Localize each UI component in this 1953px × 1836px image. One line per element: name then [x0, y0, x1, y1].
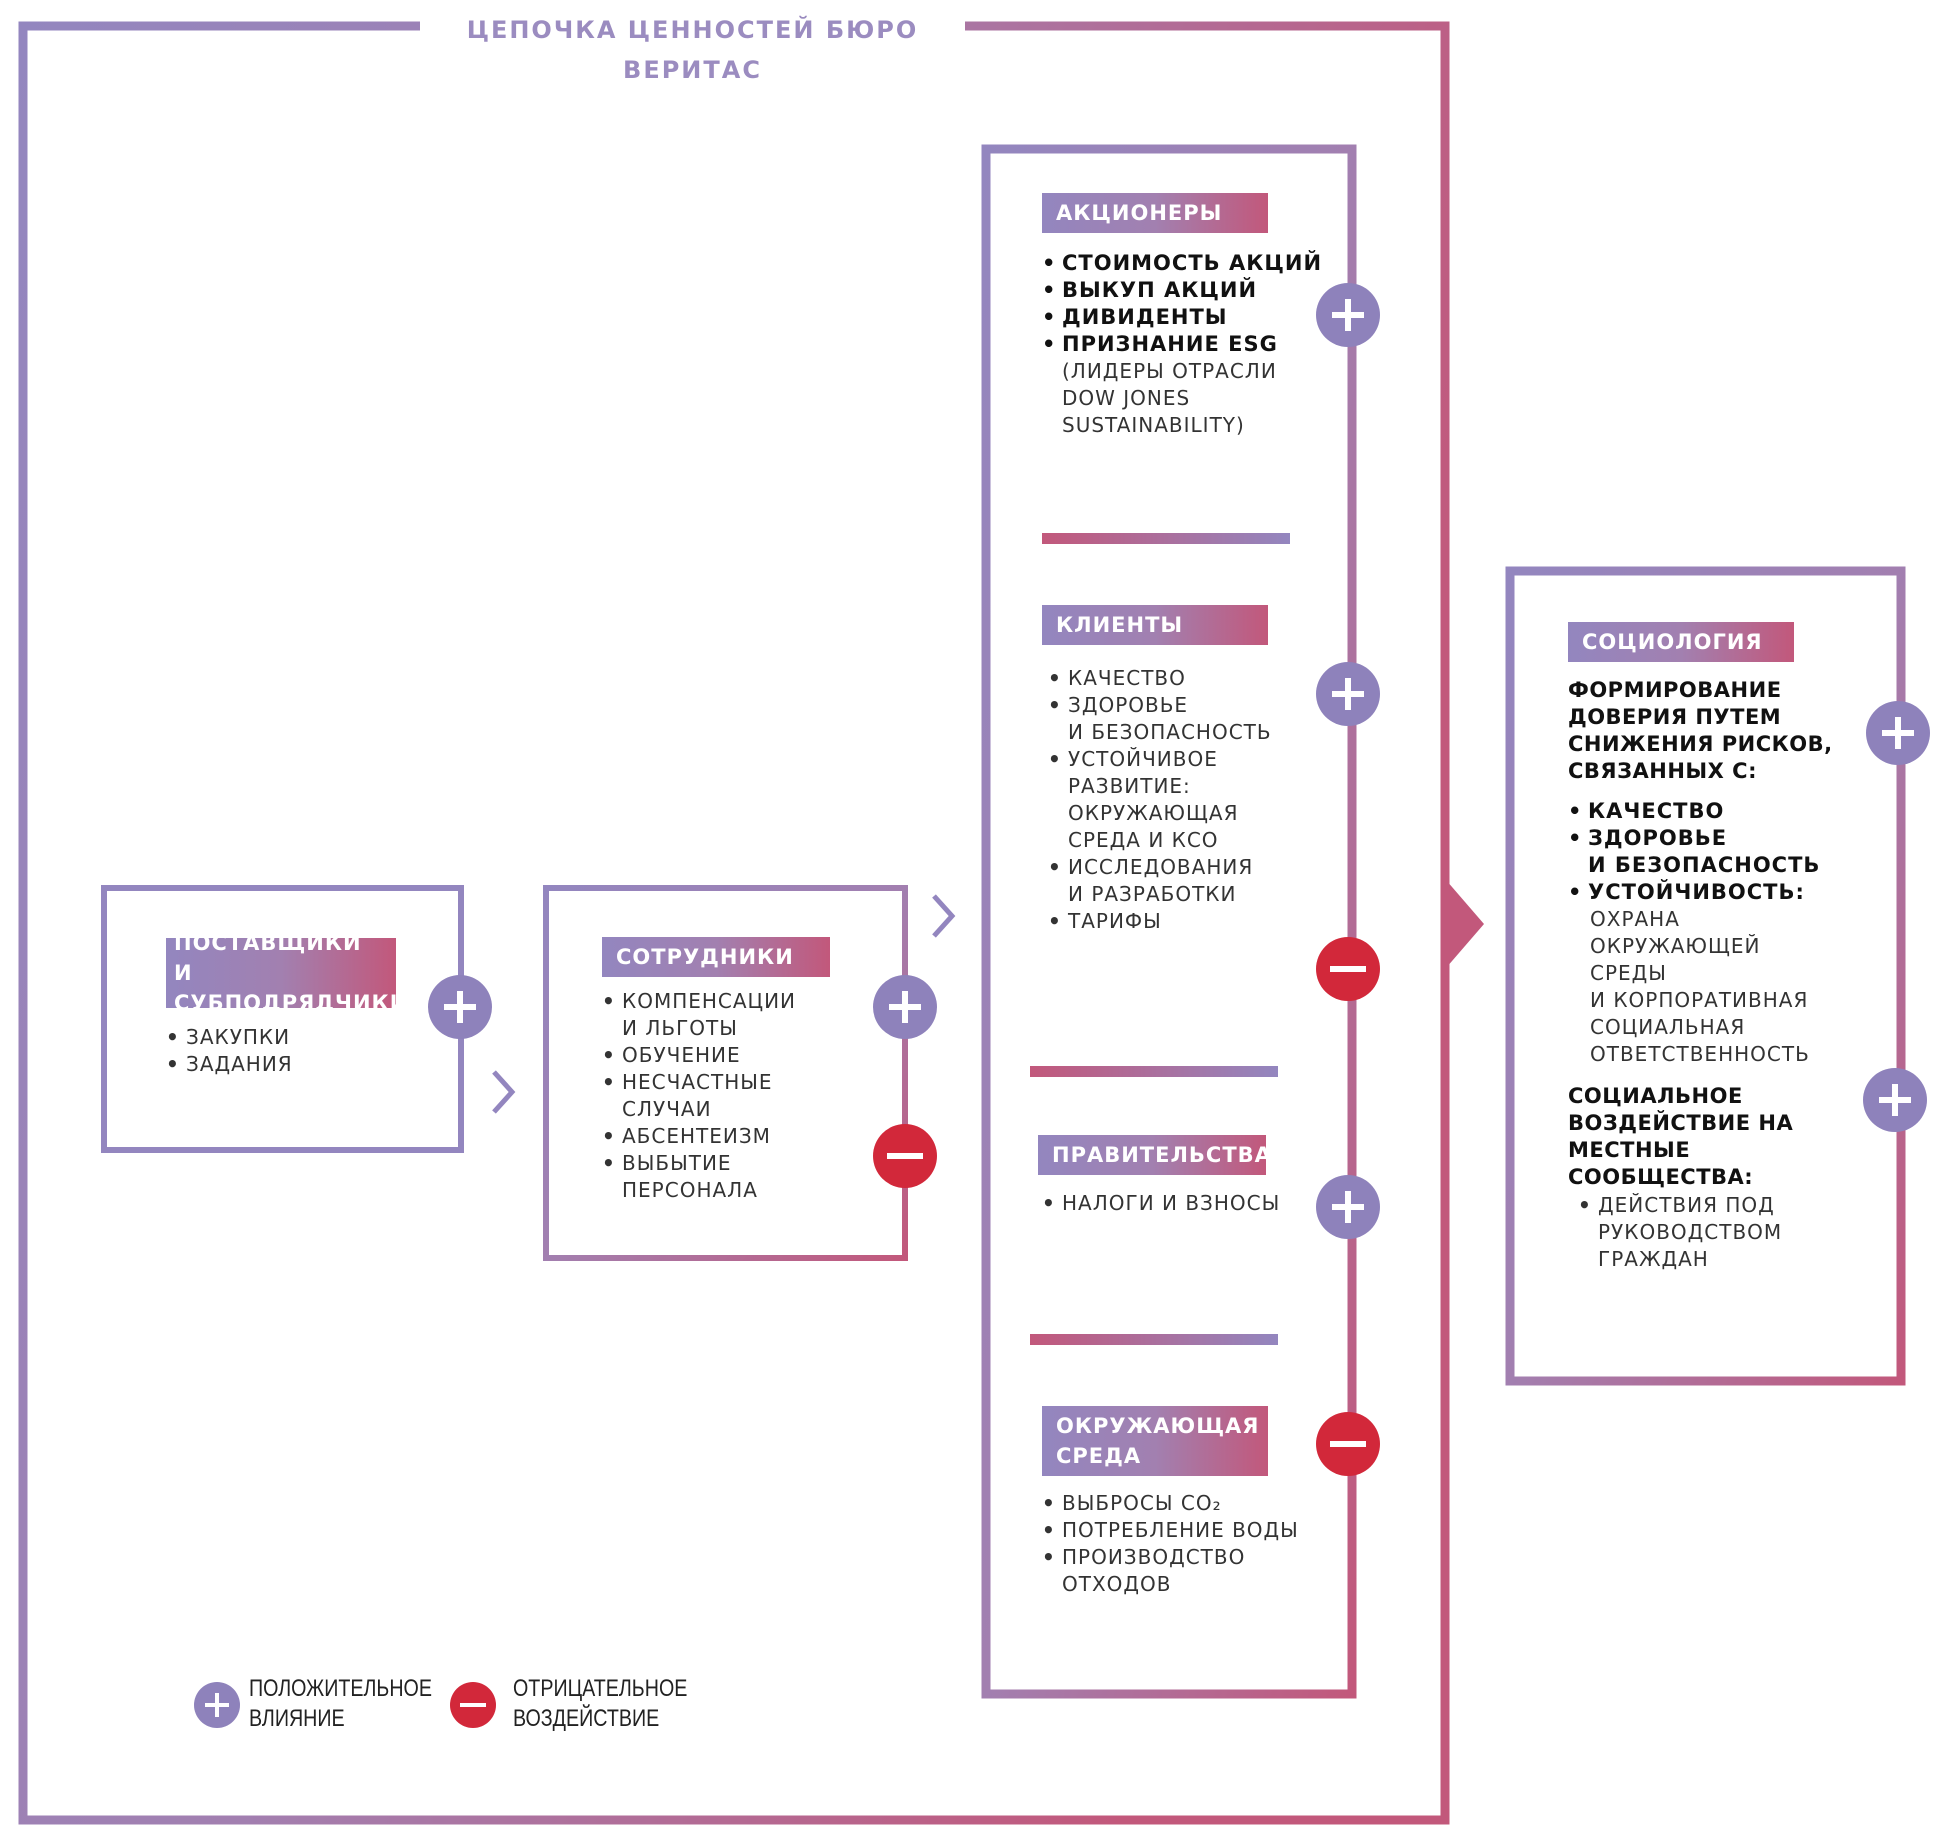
clients-label: КЛИЕНТЫ — [1042, 605, 1268, 645]
list-item: ЗАДАНИЯ — [166, 1051, 293, 1078]
legend-positive-label: ПОЛОЖИТЕЛЬНОЕ ВЛИЯНИЕ — [249, 1675, 432, 1732]
plus-icon — [1316, 1175, 1380, 1239]
sociology-frame — [1505, 566, 1906, 1386]
separator-1 — [1042, 533, 1290, 544]
governments-label: ПРАВИТЕЛЬСТВА — [1038, 1135, 1271, 1175]
environment-items: ВЫБРОСЫ CO₂ ПОТРЕБЛЕНИЕ ВОДЫ ПРОИЗВОДСТВ… — [1042, 1490, 1299, 1598]
list-item: ЗАКУПКИ — [166, 1024, 293, 1051]
chevron-right-icon — [492, 1070, 516, 1114]
list-item: НАЛОГИ И ВЗНОСЫ — [1042, 1190, 1280, 1217]
list-item: ПРИЗНАНИЕ ESG — [1042, 331, 1322, 358]
list-item: ВЫБРОСЫ CO₂ — [1042, 1490, 1299, 1517]
minus-icon — [1316, 1412, 1380, 1476]
chevron-right-icon — [932, 894, 956, 938]
sociology-heading-community: СОЦИАЛЬНОЕ ВОЗДЕЙСТВИЕ НА МЕСТНЫЕ СООБЩЕ… — [1568, 1084, 1794, 1189]
list-item: ОБУЧЕНИЕ — [602, 1042, 796, 1069]
legend-negative-label: ОТРИЦАТЕЛЬНОЕ ВОЗДЕЙСТВИЕ — [513, 1675, 688, 1732]
legend-minus-icon — [450, 1682, 496, 1728]
sociology-sub-items: ОХРАНА ОКРУЖАЮЩЕЙ СРЕДЫ И КОРПОРАТИВНАЯ … — [1590, 907, 1810, 1066]
shareholders-label: АКЦИОНЕРЫ — [1042, 193, 1268, 233]
stakeholders-frame — [981, 144, 1357, 1699]
shareholders-items: СТОИМОСТЬ АКЦИЙ ВЫКУП АКЦИЙ ДИВИДЕНТЫ ПР… — [1042, 250, 1322, 358]
list-item: СТОИМОСТЬ АКЦИЙ — [1042, 250, 1322, 277]
list-item: ПОТРЕБЛЕНИЕ ВОДЫ — [1042, 1517, 1299, 1544]
employees-label: СОТРУДНИКИ — [602, 937, 830, 977]
separator-2 — [1030, 1066, 1278, 1077]
list-item: ДИВИДЕНТЫ — [1042, 304, 1322, 331]
minus-icon — [1316, 937, 1380, 1001]
list-item: АБСЕНТЕИЗМ — [602, 1123, 796, 1150]
list-item: КАЧЕСТВО — [1568, 798, 1820, 825]
plus-icon — [1866, 701, 1930, 765]
minus-icon — [873, 1124, 937, 1188]
list-item: ВЫКУП АКЦИЙ — [1042, 277, 1322, 304]
sociology-heading-trust: ФОРМИРОВАНИЕ ДОВЕРИЯ ПУТЕМ СНИЖЕНИЯ РИСК… — [1568, 678, 1833, 783]
plus-icon — [428, 975, 492, 1039]
separator-3 — [1030, 1334, 1278, 1345]
sociology-label: СОЦИОЛОГИЯ — [1568, 622, 1794, 662]
list-item: УСТОЙЧИВОСТЬ: — [1568, 879, 1820, 906]
governments-items: НАЛОГИ И ВЗНОСЫ — [1042, 1190, 1280, 1217]
employees-frame — [543, 885, 908, 1261]
legend-plus-icon — [194, 1682, 240, 1728]
arrow-right-icon — [1446, 880, 1484, 968]
suppliers-items: ЗАКУПКИ ЗАДАНИЯ — [166, 1024, 293, 1078]
plus-icon — [1863, 1068, 1927, 1132]
environment-label: ОКРУЖАЮЩАЯ СРЕДА — [1042, 1406, 1268, 1476]
plus-icon — [873, 975, 937, 1039]
plus-icon — [1316, 662, 1380, 726]
list-item: КАЧЕСТВО — [1048, 665, 1272, 692]
diagram-title: ЦЕПОЧКА ЦЕННОСТЕЙ БЮРО ВЕРИТАС — [420, 10, 965, 84]
plus-icon — [1316, 283, 1380, 347]
suppliers-label: ПОСТАВЩИКИ И СУБПОДРЯДЧИКИ — [166, 931, 407, 1015]
list-item: ТАРИФЫ — [1048, 908, 1272, 935]
shareholders-note: (ЛИДЕРЫ ОТРАСЛИ DOW JONES SUSTAINABILITY… — [1062, 359, 1277, 437]
